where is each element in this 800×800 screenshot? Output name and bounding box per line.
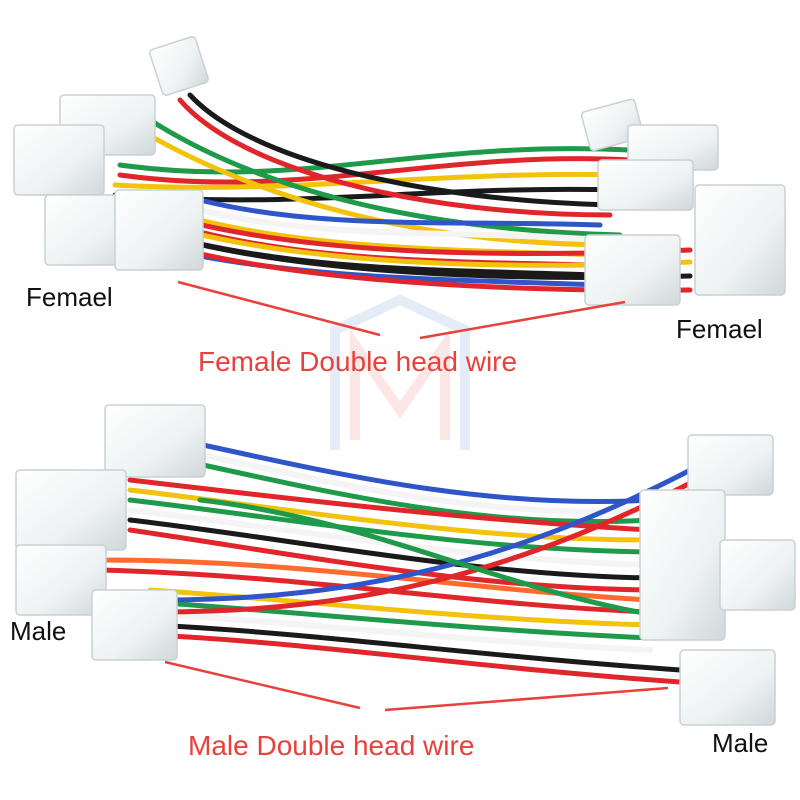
female-connectors-left [13, 36, 209, 271]
female-pointer-lines [177, 280, 626, 340]
male-connectors-left [15, 404, 206, 661]
female-left-label: Femael [26, 282, 113, 312]
female-right-label: Femael [676, 314, 763, 344]
male-pointer-lines [164, 660, 669, 712]
watermark [330, 294, 470, 450]
male-connectors-right [639, 434, 796, 726]
male-caption: Male Double head wire [188, 730, 475, 761]
male-left-label: Male [10, 616, 67, 646]
female-caption: Female Double head wire [198, 346, 518, 377]
male-wire-bundle [97, 437, 703, 685]
male-right-label: Male [712, 728, 769, 758]
female-connectors-right [580, 98, 786, 306]
